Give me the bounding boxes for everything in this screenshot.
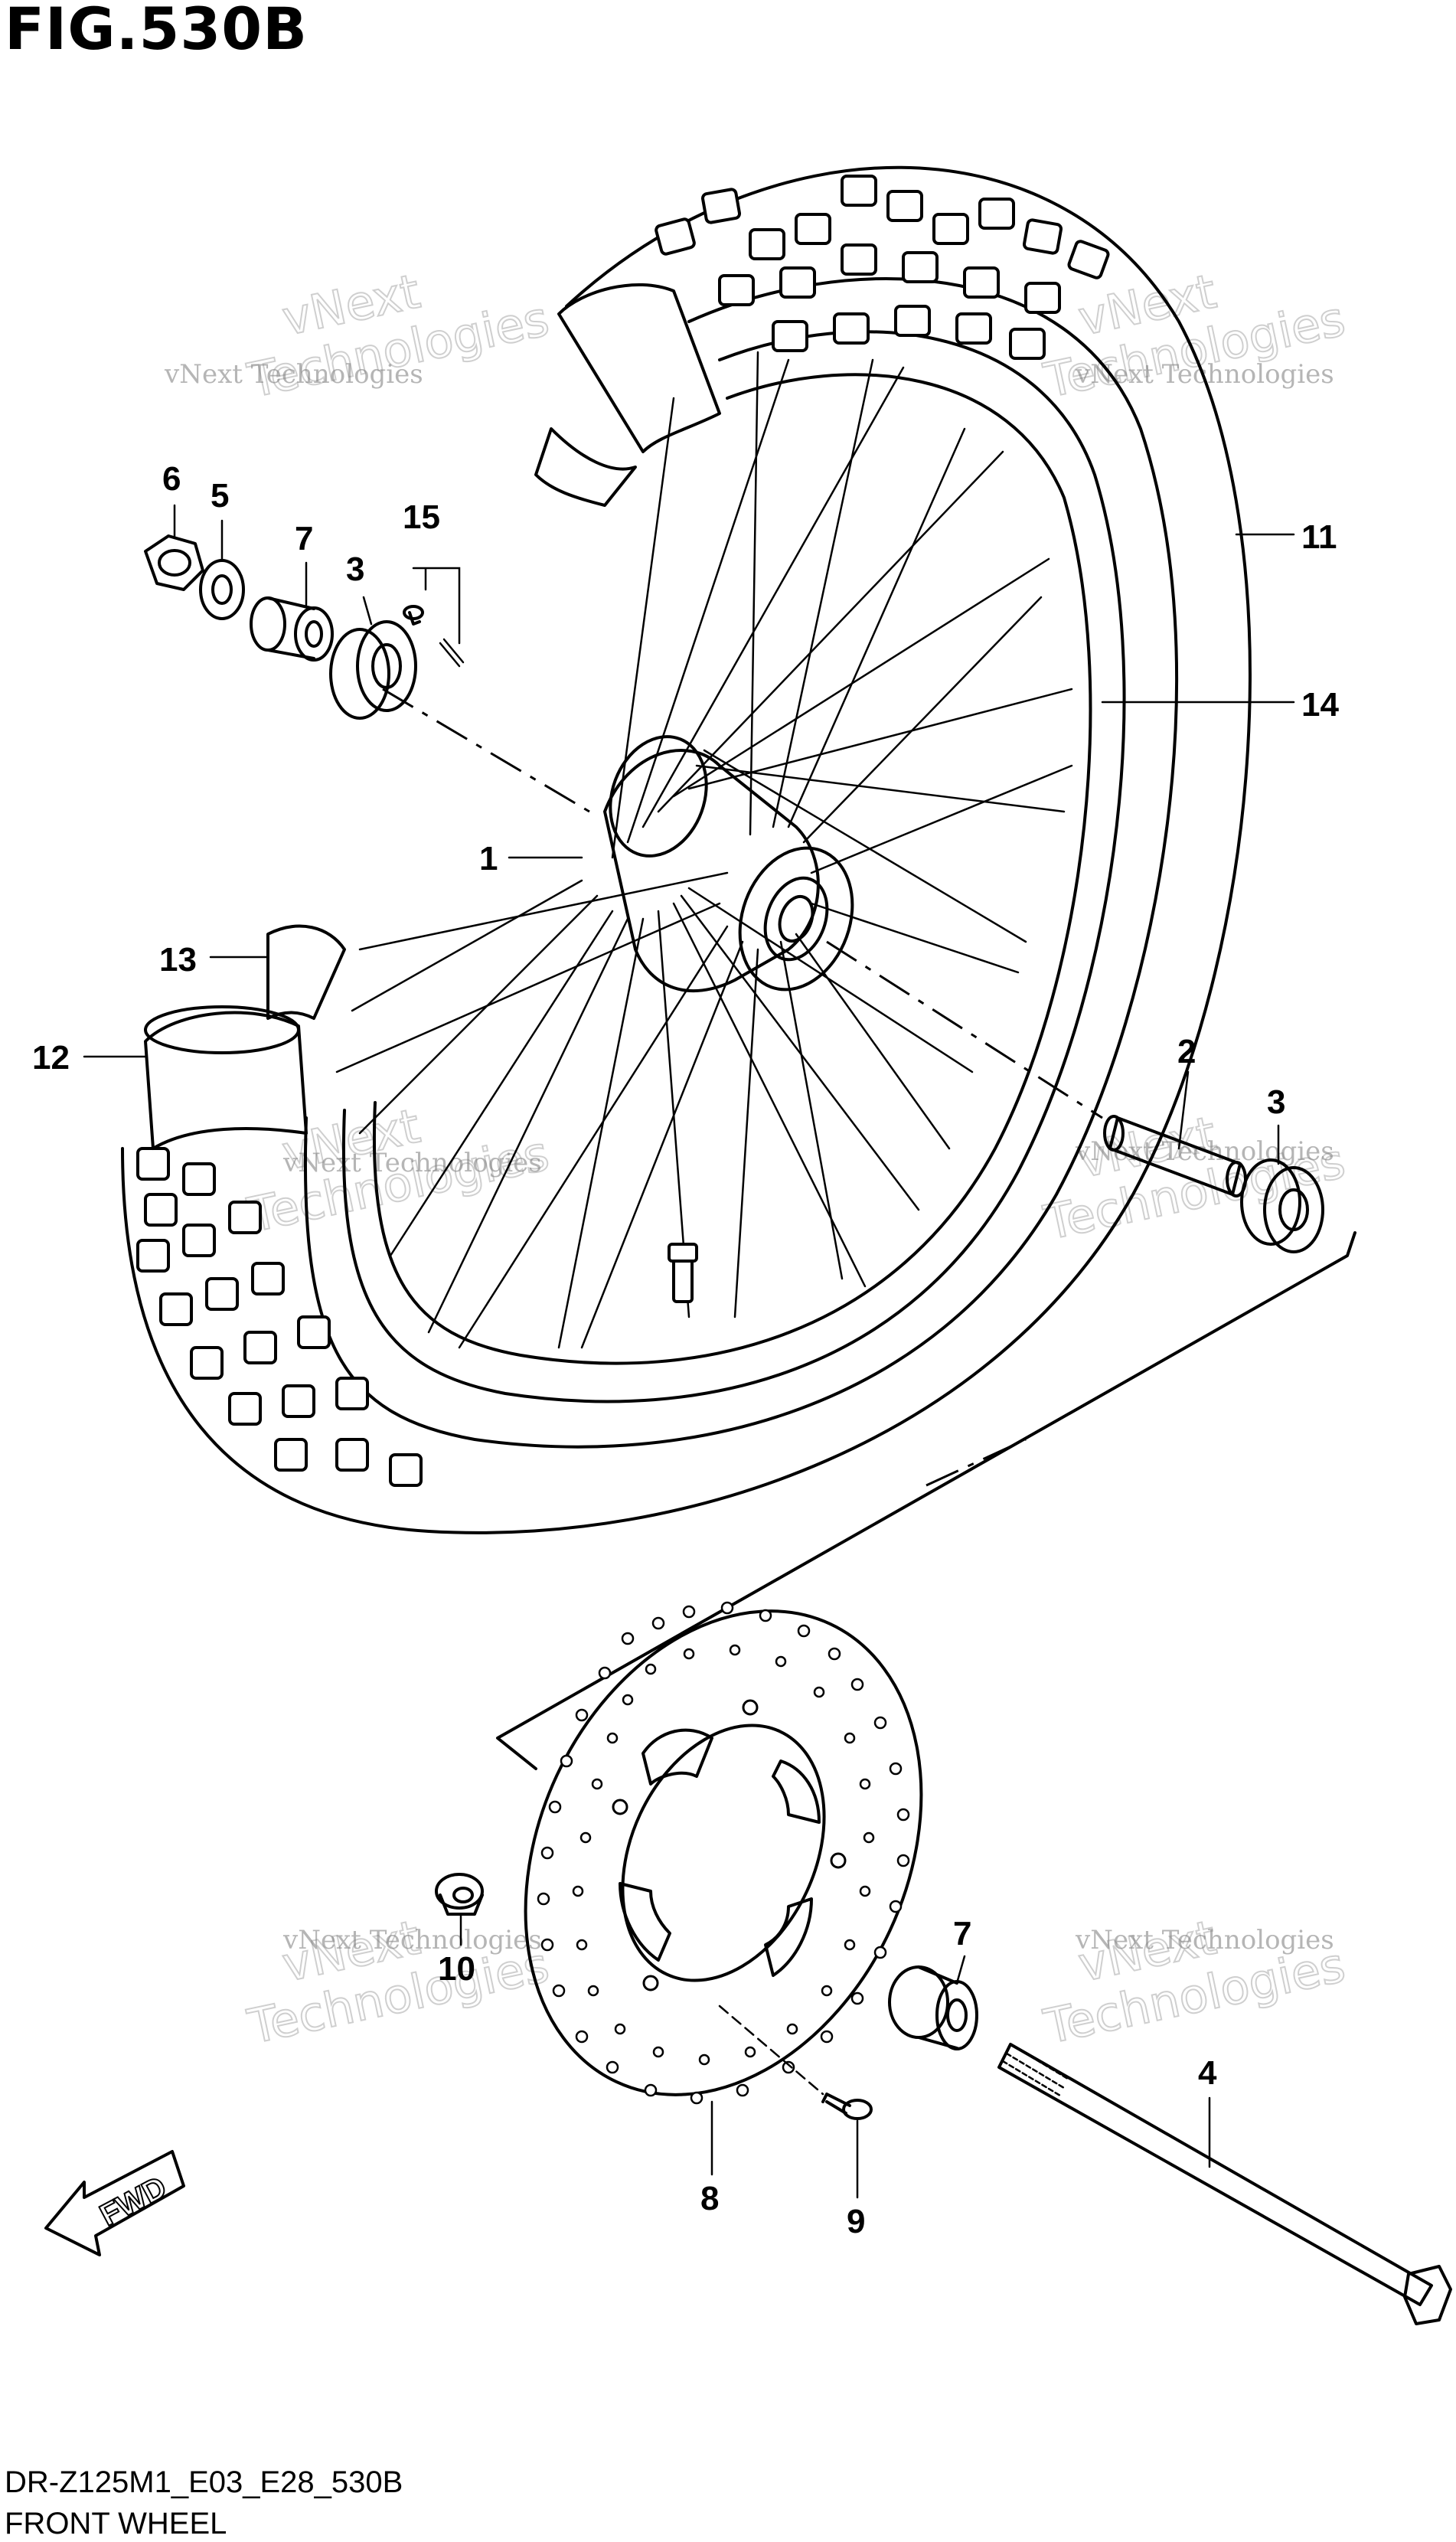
callout-4: 4	[1198, 2054, 1217, 2092]
bolt-plug	[403, 605, 465, 668]
watermark-small: vNext Technologies	[282, 1148, 542, 1178]
collar	[250, 596, 334, 662]
bearing-left	[329, 620, 417, 720]
disc-centerline	[926, 1438, 1027, 1487]
figure-title: FIG.530B	[5, 0, 309, 63]
callout-1: 1	[479, 840, 498, 877]
fwd-arrow: FWD	[44, 2150, 185, 2256]
callout-3-right: 3	[1267, 1083, 1285, 1121]
disc-bolt	[718, 2005, 873, 2120]
callout-7: 7	[295, 520, 313, 557]
disc-collar	[435, 1873, 484, 1916]
model-code: DR-Z125M1_E03_E28_530B	[5, 2465, 403, 2499]
callout-8: 8	[700, 2180, 719, 2217]
callout-2: 2	[1177, 1033, 1196, 1070]
tire-tread-bottom	[136, 1147, 423, 1487]
callout-7-right: 7	[953, 1915, 971, 1952]
callout-10: 10	[438, 1950, 475, 1988]
rim-lock	[144, 1005, 308, 1150]
axle-centerline	[382, 688, 1103, 1119]
bearing-right	[1240, 1158, 1324, 1253]
figure-name: FRONT WHEEL	[5, 2507, 227, 2540]
leader-lines	[83, 504, 1295, 2199]
tire-tread-top	[655, 175, 1110, 360]
valve	[668, 1243, 698, 1303]
callout-13: 13	[159, 941, 197, 979]
callout-9: 9	[847, 2203, 865, 2240]
axle-nut	[144, 534, 204, 591]
washer	[199, 559, 245, 620]
callout-6: 6	[162, 460, 181, 498]
brake-disc	[524, 1601, 923, 2105]
callout-11: 11	[1301, 518, 1337, 556]
callout-12: 12	[32, 1039, 70, 1077]
watermark-small: vNext Technologies	[164, 359, 423, 390]
fwd-label: FWD	[95, 2170, 172, 2233]
callout-15: 15	[403, 498, 440, 536]
collar-right	[888, 1965, 978, 2050]
hub	[603, 735, 854, 992]
callout-5: 5	[211, 477, 229, 515]
callout-3: 3	[346, 551, 364, 588]
disc-assembly-outline	[496, 1231, 1356, 1770]
watermark-small: vNext Technologies	[282, 1925, 542, 1956]
callout-14: 14	[1301, 686, 1339, 724]
front-axle	[997, 2043, 1452, 2325]
callouts: 6 5 7 3 15 11 14 1 13 12 2 3 7 10 4 8 9	[32, 460, 1339, 2240]
watermark-group: vNext Technologies vNext Technologies vN…	[164, 263, 1350, 2056]
rim-band	[266, 924, 346, 1020]
watermark-small: vNext Technologies	[1075, 1925, 1334, 1956]
